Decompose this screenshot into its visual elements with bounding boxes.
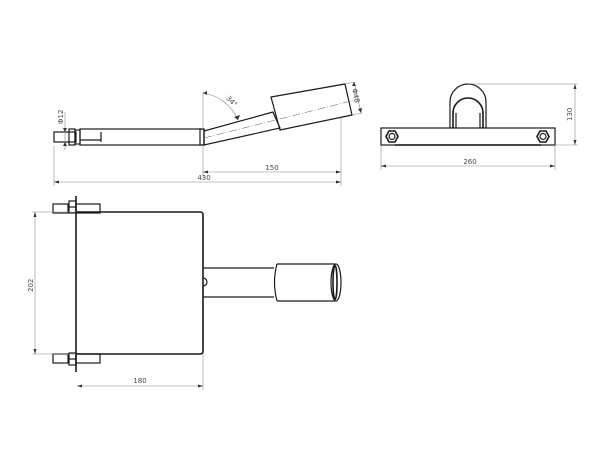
height-label: 130 xyxy=(566,108,574,121)
tube-body xyxy=(273,263,335,302)
angled-tube xyxy=(270,83,353,131)
front-height-label: 202 xyxy=(27,279,35,292)
tube-inner xyxy=(452,97,484,128)
width-label: 260 xyxy=(463,158,476,166)
side-view: 34° Φ12 Φ48 150 430 xyxy=(53,81,363,186)
tube-opening xyxy=(330,263,342,302)
nut xyxy=(68,128,76,146)
box-body xyxy=(76,211,204,355)
rod-diameter-label: Φ12 xyxy=(57,110,65,124)
bent-length-label: 150 xyxy=(265,164,278,172)
total-length-label: 430 xyxy=(197,174,210,182)
base-bar xyxy=(380,127,556,146)
angle-arc xyxy=(202,92,239,121)
weld-mark xyxy=(202,277,208,287)
angle-label: 34° xyxy=(224,94,238,108)
hex-nut-right xyxy=(536,130,550,143)
bolt-head-top xyxy=(52,203,69,214)
hex-nut-left xyxy=(385,130,399,143)
front-view: 202 180 xyxy=(27,196,342,390)
tube-diameter-label: Φ48 xyxy=(350,88,361,104)
depth-label: 180 xyxy=(133,377,146,385)
top-view: 130 260 xyxy=(380,83,578,170)
straight-rod xyxy=(79,128,205,146)
bolt-shank-top xyxy=(75,203,101,214)
bolt-head-bottom xyxy=(52,353,69,364)
bolt-shank-bottom xyxy=(75,353,101,364)
